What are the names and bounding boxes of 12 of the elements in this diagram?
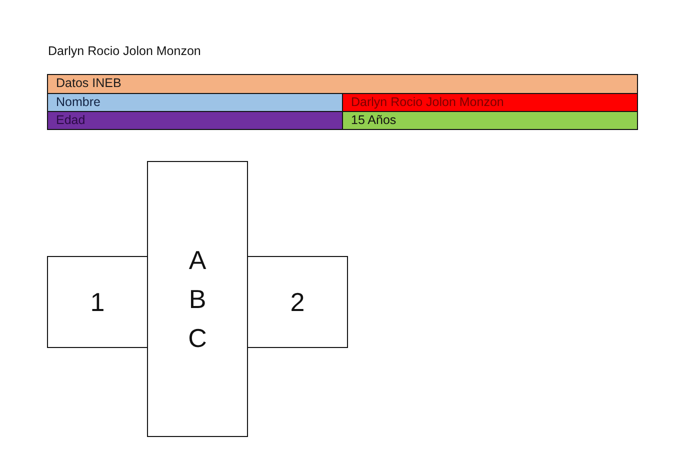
square-box (47, 256, 148, 348)
document-title: Darlyn Rocio Jolon Monzon (48, 44, 201, 58)
field-value-cell: Darlyn Rocio Jolon Monzon (342, 93, 638, 112)
square-box (247, 256, 348, 348)
box-text: A B C (187, 244, 208, 354)
box-text: 2 (290, 286, 305, 318)
field-value-cell: 15 Años (342, 111, 638, 130)
field-name-cell: Nombre (47, 93, 343, 112)
field-name-cell: Edad (47, 111, 343, 130)
table-header: Datos INEB (47, 74, 638, 94)
tall-rectangle (147, 161, 248, 437)
box-text: 1 (90, 286, 105, 318)
